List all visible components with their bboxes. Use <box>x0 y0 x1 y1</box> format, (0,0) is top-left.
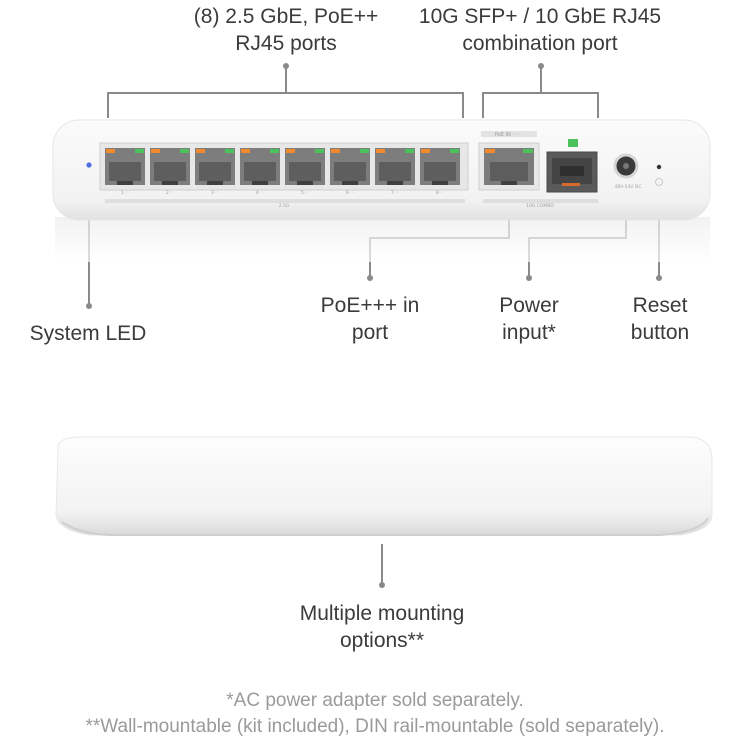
switch-side-view <box>55 436 713 536</box>
power-callout-line1: Power <box>499 294 559 317</box>
power-callout: Power input* <box>474 292 584 346</box>
mount-callout-line2: options** <box>339 629 425 652</box>
port-label-4: 4◦◦ <box>256 190 264 196</box>
ports-callout-line2: RJ45 ports <box>235 32 337 55</box>
port-2-orange-led <box>151 149 160 153</box>
rj45-port-2 <box>150 148 190 185</box>
rj45-port-6 <box>330 148 370 185</box>
ports-bracket <box>107 92 464 118</box>
reset-callout-line2: button <box>630 321 690 344</box>
system-led <box>86 162 92 168</box>
footnote-mounting: **Wall-mountable (kit included), DIN rai… <box>85 716 665 737</box>
power-marking: 48V-54V DC <box>614 184 641 190</box>
rj45-port-4 <box>240 148 280 185</box>
rj45-port-5 <box>285 148 325 185</box>
rj45-port-8 <box>420 148 460 185</box>
combo-status-led <box>568 139 578 147</box>
port-label-1: 1◦◦ <box>121 190 129 196</box>
mount-callout: Multiple mounting options** <box>262 600 502 654</box>
reset-hole <box>656 164 662 170</box>
port-label-8: 8◦◦ <box>436 190 444 196</box>
port-1-orange-led <box>106 149 115 153</box>
poe-in-callout-line1: PoE+++ in <box>320 294 420 317</box>
port-5-orange-led <box>286 149 295 153</box>
poe-in-marking: PoE IN ◦◦◦ <box>495 132 521 138</box>
ports-callout: (8) 2.5 GbE, PoE++ RJ45 ports <box>166 3 406 57</box>
reset-callout-line1: Reset <box>632 294 688 317</box>
rj45-port-1 <box>105 148 145 185</box>
device-reflection <box>55 217 710 262</box>
port-8-green-led <box>450 149 459 153</box>
poe-in-callout: PoE+++ in port <box>300 292 440 346</box>
ports-callout-line1: (8) 2.5 GbE, PoE++ <box>193 5 379 28</box>
port-4-orange-led <box>241 149 250 153</box>
group-marking: 2.5G <box>279 203 290 209</box>
port-6-green-led <box>360 149 369 153</box>
led-callout: System LED <box>18 320 158 347</box>
combo-callout: 10G SFP+ / 10 GbE RJ45 combination port <box>400 3 680 57</box>
mount-callout-line1: Multiple mounting <box>299 602 465 625</box>
port-8-orange-led <box>421 149 430 153</box>
power-callout-line2: input* <box>502 321 556 344</box>
rj45-port-7 <box>375 148 415 185</box>
port-label-5: 5◦◦ <box>301 190 309 196</box>
reset-callout: Reset button <box>605 292 715 346</box>
combo-marking: 10G COMBO <box>526 203 554 209</box>
port-4-green-led <box>270 149 279 153</box>
poe-in-callout-line2: port <box>351 321 389 344</box>
port-5-green-led <box>315 149 324 153</box>
combo-callout-line2: combination port <box>462 32 618 55</box>
led-callout-text: System LED <box>29 322 147 345</box>
rj45-port-3 <box>195 148 235 185</box>
port-label-3: 3◦◦ <box>211 190 219 196</box>
port-label-6: 6◦◦ <box>346 190 354 196</box>
port-7-orange-led <box>376 149 385 153</box>
port-1-green-led <box>135 149 144 153</box>
footnote-adapter: *AC power adapter sold separately. <box>226 690 524 711</box>
port-3-green-led <box>225 149 234 153</box>
port-label-2: 2◦◦ <box>166 190 174 196</box>
combo-callout-line1: 10G SFP+ / 10 GbE RJ45 <box>418 5 662 28</box>
port-6-orange-led <box>331 149 340 153</box>
combo-bracket <box>482 92 599 118</box>
port-label-7: 7◦◦ <box>391 190 399 196</box>
port-3-orange-led <box>196 149 205 153</box>
switch-front-view: PoE IN ◦◦◦ 2.5G 10G COMBO 48V-54V DC 1◦◦… <box>52 119 711 221</box>
port-7-green-led <box>405 149 414 153</box>
port-2-green-led <box>180 149 189 153</box>
